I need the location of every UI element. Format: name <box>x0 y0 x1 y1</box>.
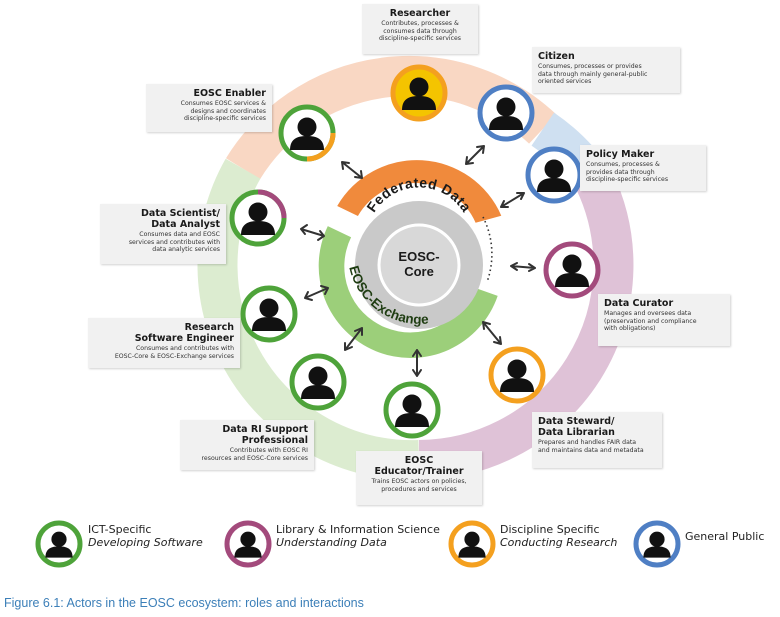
avatar-researcher <box>390 64 448 122</box>
legend-title: Discipline Specific <box>500 523 600 536</box>
card-citizen: Citizen Consumes, processes or provides … <box>532 47 680 93</box>
card-eosc-enabler: EOSC Enabler Consumes EOSC services & de… <box>146 84 272 132</box>
legend-title: General Public <box>685 530 765 543</box>
arrow-citizen <box>465 145 485 165</box>
card-description: Contributes, processes & consumes data t… <box>378 20 462 43</box>
card-description: Consumes, processes & provides data thro… <box>586 161 669 184</box>
card-eosc-educator: EOSC Educator/Trainer Trains EOSC actors… <box>356 451 482 505</box>
legend-avatar-library <box>224 520 272 568</box>
legend-general-public: General Public <box>685 530 764 543</box>
legend-avatars <box>35 520 681 568</box>
actor-avatars <box>229 64 601 439</box>
dotted-gap-arc <box>482 216 493 283</box>
card-description: Prepares and handles FAIR data and maint… <box>538 439 644 454</box>
legend-subtitle: Developing Software <box>88 536 203 549</box>
arrow-steward <box>482 321 502 345</box>
card-description: Consumes, processes or provides data thr… <box>538 63 648 86</box>
avatar-citizen <box>477 84 535 142</box>
arrow-rse <box>304 285 329 301</box>
arrow-policy <box>500 192 525 208</box>
avatar-data-scientist <box>229 189 287 247</box>
legend-title: Library & Information Science <box>276 523 440 536</box>
card-title: Policy Maker <box>586 149 655 160</box>
card-title: Data Curator <box>604 298 674 309</box>
card-description: Contributes with EOSC RI resources and E… <box>201 447 309 462</box>
legend-avatar-general-public <box>633 520 681 568</box>
eosc-core-label-1: EOSC- <box>398 249 439 264</box>
card-title: EOSC Enabler <box>193 88 266 99</box>
card-description: Consumes and contributes with EOSC-Core … <box>114 345 234 360</box>
card-title: Data Steward/ Data Librarian <box>538 416 615 438</box>
avatar-eosc-enabler <box>278 104 336 162</box>
legend-discipline: Discipline Specific Conducting Research <box>500 523 617 549</box>
arrow-curator <box>510 262 536 272</box>
eosc-core-circle <box>377 223 461 307</box>
core: EOSC- Core Federated Data EOSC Disciplin… <box>346 116 483 329</box>
legend-ict: ICT-Specific Developing Software <box>88 523 203 549</box>
arrow-ri-support <box>344 327 363 351</box>
card-description: Consumes data and EOSC services and cont… <box>128 231 220 254</box>
arrow-enabler <box>341 161 363 179</box>
card-data-ri-support: Data RI Support Professional Contributes… <box>180 420 314 470</box>
inner-arcs <box>318 160 502 359</box>
legend-subtitle: Conducting Research <box>500 536 618 549</box>
card-data-scientist: Data Scientist/ Data Analyst Consumes da… <box>100 204 226 264</box>
figure-caption: Figure 6.1: Actors in the EOSC ecosystem… <box>4 596 364 610</box>
card-title: Research Software Engineer <box>134 322 234 344</box>
avatar-data-curator <box>543 241 601 299</box>
card-description: Manages and oversees data (preservation … <box>604 310 697 333</box>
card-research-software-engineer: Research Software Engineer Consumes and … <box>88 318 240 368</box>
legend-avatar-discipline <box>448 520 496 568</box>
card-data-curator: Data Curator Manages and oversees data (… <box>598 294 730 346</box>
eosc-core-label-2: Core <box>404 264 434 279</box>
interaction-arrows <box>300 145 536 377</box>
eosc-discipline-arc <box>337 160 502 223</box>
legend-avatar-ict <box>35 520 83 568</box>
arrow-scientist <box>300 224 325 241</box>
avatar-research-software-engineer <box>240 285 298 343</box>
avatar-eosc-educator <box>383 381 441 439</box>
card-description: Trains EOSC actors on policies, procedur… <box>371 478 467 493</box>
eosc-exchange-arc <box>318 226 498 359</box>
avatar-data-steward <box>488 346 546 404</box>
card-title: Researcher <box>389 8 451 19</box>
legend-subtitle: Understanding Data <box>276 536 387 549</box>
card-title: Data Scientist/ Data Analyst <box>141 208 220 230</box>
card-policy-maker: Policy Maker Consumes, processes & provi… <box>580 145 706 191</box>
card-title: Citizen <box>538 51 575 62</box>
arrow-educator <box>412 349 422 377</box>
legend-library: Library & Information Science Understand… <box>276 523 440 549</box>
card-data-steward: Data Steward/ Data Librarian Prepares an… <box>532 412 662 468</box>
card-title: EOSC Educator/Trainer <box>374 455 464 477</box>
card-researcher: Researcher Contributes, processes & cons… <box>362 4 478 54</box>
avatar-data-ri-support <box>289 353 347 411</box>
card-title: Data RI Support Professional <box>222 424 308 446</box>
card-description: Consumes EOSC services & designs and coo… <box>180 100 266 123</box>
legend-title: ICT-Specific <box>88 523 152 536</box>
